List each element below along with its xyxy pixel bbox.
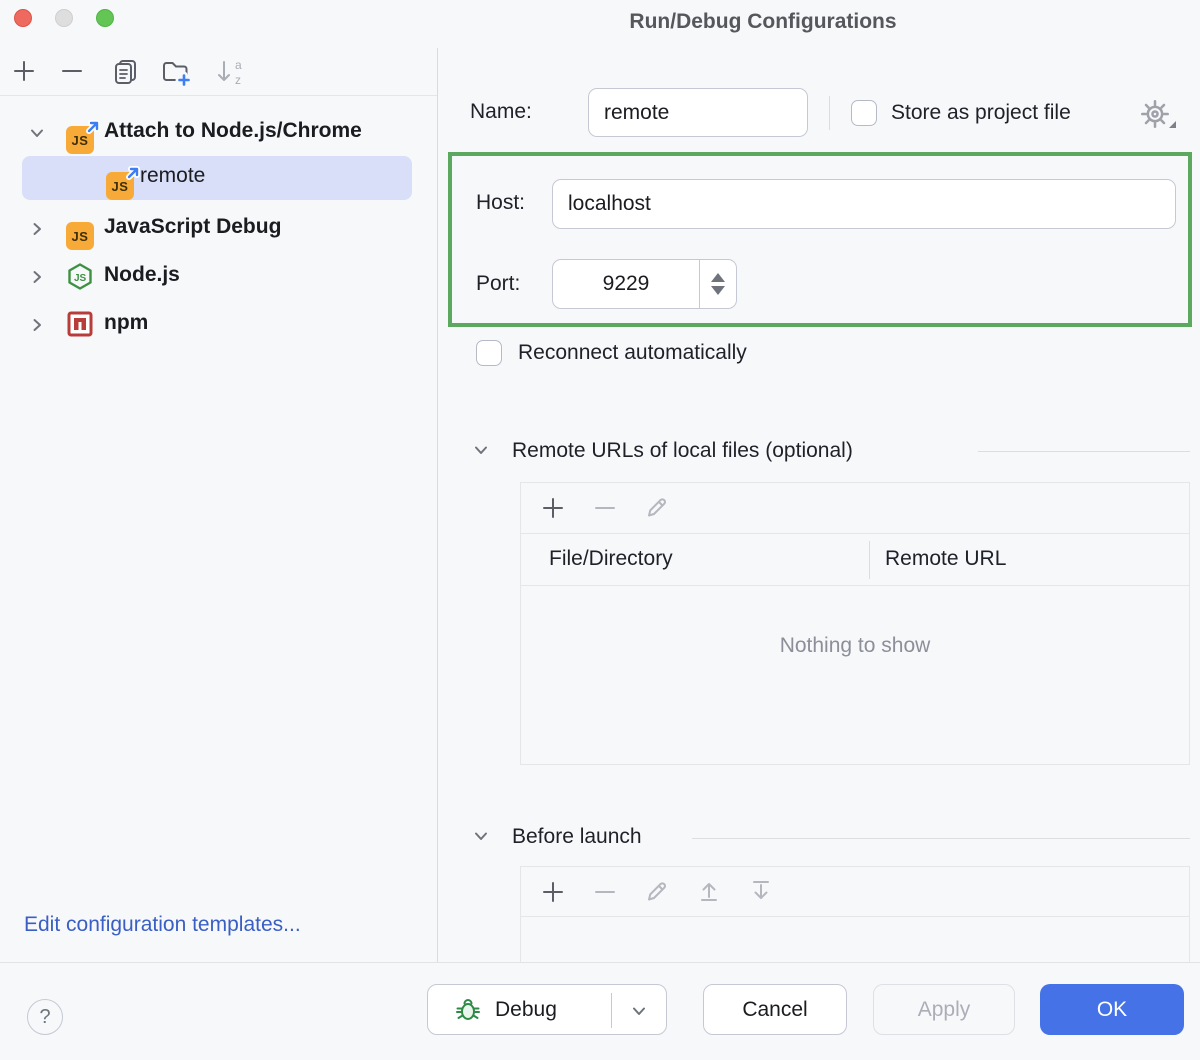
minimize-window-button[interactable] [55,9,73,27]
name-input[interactable] [588,88,808,137]
store-as-project-file-label: Store as project file [891,101,1071,124]
before-launch-section-title[interactable]: Before launch [512,825,642,848]
add-task-icon[interactable] [539,878,567,906]
empty-table-text: Nothing to show [779,634,931,657]
reconnect-automatically-checkbox[interactable] [476,340,502,366]
ok-button[interactable]: OK [1040,984,1184,1035]
debug-split-divider [611,993,612,1028]
svg-text:z: z [235,73,241,87]
chevron-right-icon[interactable] [28,316,46,334]
add-configuration-icon[interactable] [10,57,38,85]
debug-split-button[interactable]: Debug [427,984,667,1035]
remote-urls-header-row: File/Directory Remote URL [521,534,1189,585]
column-header-file-directory: File/Directory [549,547,673,570]
tree-item-remote[interactable]: JS remote [22,156,412,200]
remote-urls-section-rule [978,451,1190,452]
remove-configuration-icon[interactable] [58,57,86,85]
tree-item-nodejs[interactable]: JS Node.js [0,256,437,298]
port-spinner-buttons [699,260,736,308]
port-label: Port: [476,272,521,295]
port-spinner [552,259,737,309]
port-input[interactable] [553,260,699,308]
zoom-window-button[interactable] [96,9,114,27]
new-folder-icon[interactable] [160,57,194,87]
host-input[interactable] [552,179,1176,229]
svg-text:JS: JS [74,273,87,284]
tree-item-label: JavaScript Debug [104,215,282,238]
tree-item-attach-to-nodejs-chrome[interactable]: JS Attach to Node.js/Chrome [0,112,437,154]
before-launch-toolbar-separator [521,916,1189,917]
remote-urls-collapse-icon[interactable] [472,441,490,459]
name-input-wrapper [588,88,808,137]
copy-configuration-icon[interactable] [110,57,140,87]
remote-urls-table: File/Directory Remote URL Nothing to sho… [520,482,1190,765]
attach-nodejs-chrome-icon: JS [106,166,140,200]
host-input-wrapper [552,179,1176,229]
store-as-project-file-checkbox[interactable] [851,100,877,126]
move-up-icon[interactable] [695,877,723,905]
svg-text:a: a [235,58,242,72]
host-label: Host: [476,191,526,214]
remote-urls-toolbar [521,483,1189,533]
edit-task-icon[interactable] [643,877,671,905]
tree-item-label: npm [104,311,149,334]
remote-urls-body: Nothing to show [521,586,1189,765]
sidebar-toolbar: a z [0,48,437,95]
port-increment-icon[interactable] [711,273,725,282]
name-store-divider [829,96,830,130]
tree-item-label: remote [140,164,206,187]
before-launch-collapse-icon[interactable] [472,827,490,845]
remote-urls-toolbar-separator [521,533,1189,534]
column-header-remote-url: Remote URL [885,547,1007,570]
remove-task-icon[interactable] [591,878,619,906]
chevron-right-icon[interactable] [28,268,46,286]
window-title: Run/Debug Configurations [629,10,897,33]
apply-button[interactable]: Apply [873,984,1015,1035]
chevron-down-icon[interactable] [28,124,46,142]
name-label: Name: [470,100,532,123]
sort-alphabetically-icon[interactable]: a z [214,57,246,87]
javascript-debug-icon: JS [66,222,94,250]
title-bar: Run/Debug Configurations [0,0,1200,48]
tree-item-label: Node.js [104,263,180,286]
edit-mapping-icon[interactable] [643,493,671,521]
edit-configuration-templates-link[interactable]: Edit configuration templates... [24,913,301,936]
close-window-button[interactable] [14,9,32,27]
remote-urls-header-separator [521,585,1189,586]
sidebar-toolbar-separator [0,95,437,96]
tree-item-javascript-debug[interactable]: JS JavaScript Debug [0,208,437,250]
host-port-highlight-frame [448,152,1192,327]
before-launch-section-rule [692,838,1190,839]
reconnect-automatically-label: Reconnect automatically [518,341,747,364]
remote-urls-section-title[interactable]: Remote URLs of local files (optional) [512,439,853,462]
npm-icon [66,310,94,338]
attach-arrow-overlay-icon [126,166,140,180]
debug-options-chevron-icon[interactable] [630,1002,648,1020]
gear-dropdown-arrow-icon [1169,121,1176,128]
debug-button-label: Debug [495,997,557,1021]
column-divider[interactable] [869,541,870,579]
tree-item-label: Attach to Node.js/Chrome [104,119,362,142]
move-down-icon[interactable] [747,877,775,905]
chevron-right-icon[interactable] [28,220,46,238]
port-decrement-icon[interactable] [711,286,725,295]
add-mapping-icon[interactable] [539,494,567,522]
dialog-footer: ? Debug Cancel Apply OK [0,962,1200,1060]
sidebar-divider [437,48,438,962]
debug-bug-icon [454,996,482,1024]
store-settings-gear-icon[interactable] [1140,99,1176,129]
cancel-button[interactable]: Cancel [703,984,847,1035]
tree-item-npm[interactable]: npm [0,304,437,346]
attach-arrow-overlay-icon [86,120,100,134]
nodejs-icon: JS [66,262,94,292]
attach-nodejs-chrome-icon: JS [66,120,100,154]
remove-mapping-icon[interactable] [591,494,619,522]
help-button[interactable]: ? [27,999,63,1035]
before-launch-toolbar [521,867,1189,916]
before-launch-panel [520,866,1190,962]
